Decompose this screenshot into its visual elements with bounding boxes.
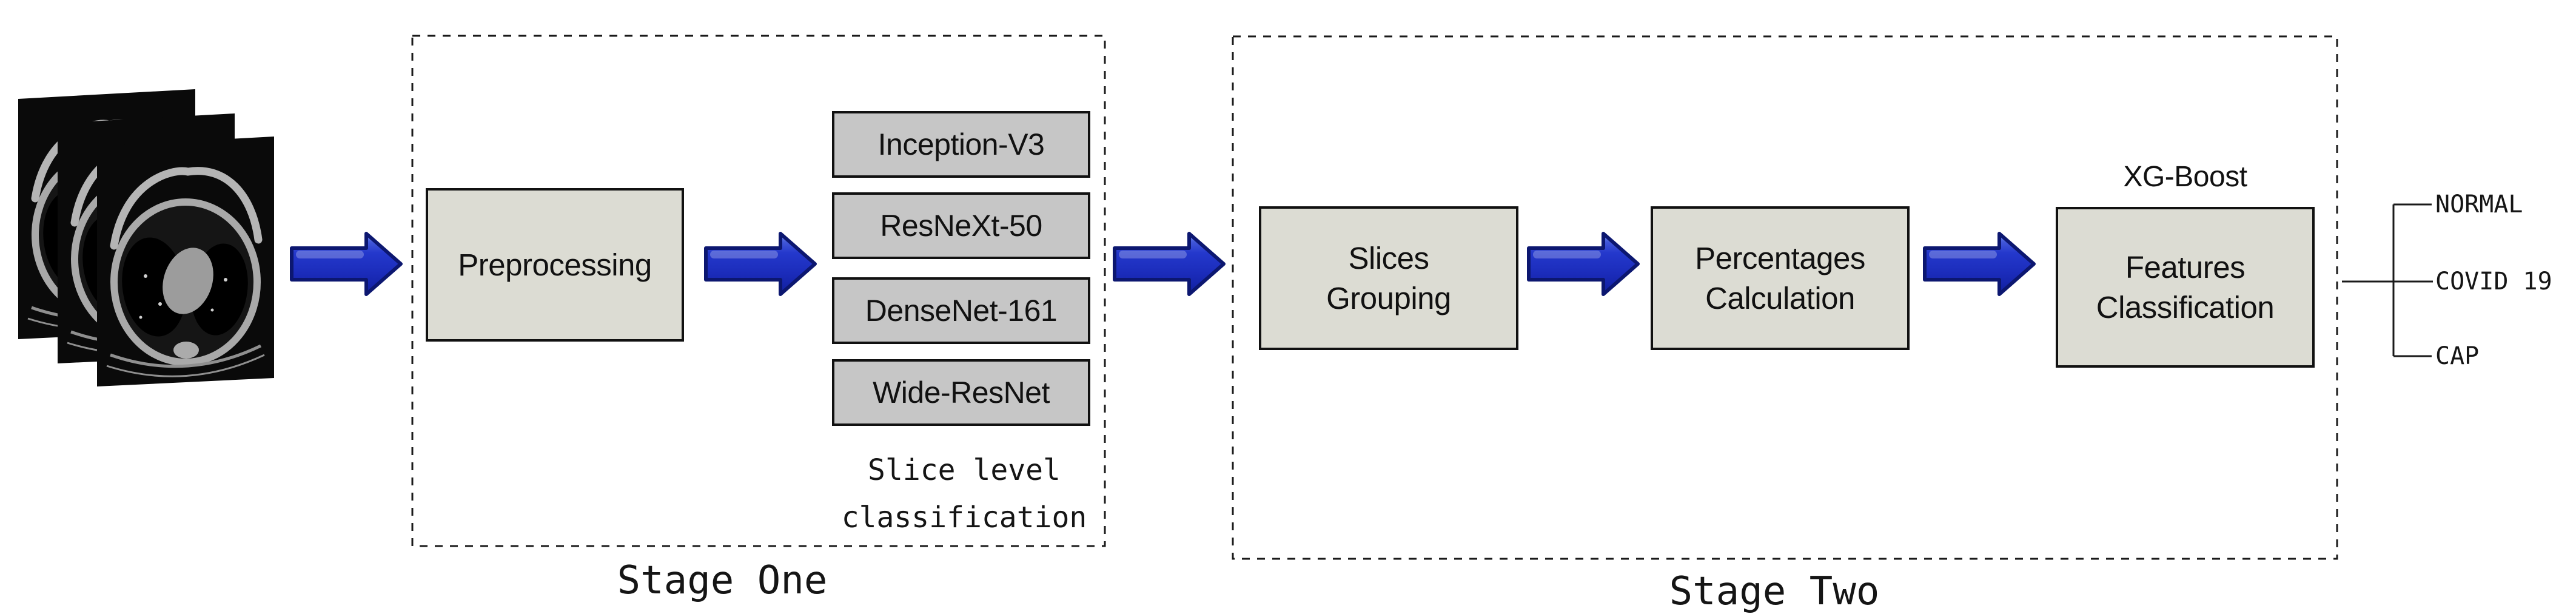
- output-bracket: [2342, 203, 2433, 357]
- preprocessing-label: Preprocessing: [458, 247, 652, 282]
- model-label: Wide-ResNet: [873, 376, 1050, 410]
- flow-arrow-icon-2: [704, 232, 817, 296]
- features-classification-box: Features Classification: [2056, 207, 2315, 368]
- stage-one-panel: [411, 35, 1106, 547]
- model-label: ResNeXt-50: [880, 209, 1042, 243]
- flow-arrow-icon-4: [1527, 232, 1640, 296]
- percentages-calculation-box: Percentages Calculation: [1651, 206, 1910, 350]
- step-line-2: Classification: [2096, 289, 2275, 325]
- slices-grouping-box: Slices Grouping: [1259, 206, 1518, 350]
- stage-one-label: Stage One: [617, 558, 828, 603]
- step-line-1: Features: [2125, 249, 2246, 285]
- slice-level-caption: Slice level classification: [813, 447, 1116, 541]
- preprocessing-box: Preprocessing: [426, 188, 684, 342]
- output-label-cap: CAP: [2435, 342, 2480, 370]
- stage-two-label: Stage Two: [1669, 569, 1880, 614]
- model-box-inception-v3: Inception-V3: [832, 111, 1090, 178]
- step-line-2: Calculation: [1705, 280, 1855, 315]
- step-line-2: Grouping: [1326, 280, 1451, 315]
- ct-scan-stack-icon: [7, 58, 280, 397]
- flow-arrow-icon-3: [1113, 232, 1226, 296]
- model-label: DenseNet-161: [865, 294, 1058, 328]
- model-box-wide-resnet: Wide-ResNet: [832, 359, 1090, 426]
- xgboost-label: XG-Boost: [2123, 161, 2247, 193]
- step-line-1: Slices: [1348, 240, 1429, 275]
- flow-arrow-icon-5: [1923, 232, 2036, 296]
- output-label-normal: NORMAL: [2435, 191, 2523, 218]
- flow-arrow-icon-1: [290, 232, 403, 296]
- stage-two-panel: [1232, 35, 2338, 560]
- caption-line-1: Slice level: [868, 453, 1061, 487]
- model-box-densenet-161: DenseNet-161: [832, 277, 1090, 344]
- caption-line-2: classification: [841, 501, 1087, 535]
- output-label-covid19: COVID 19: [2435, 268, 2552, 295]
- step-line-1: Percentages: [1695, 240, 1865, 275]
- model-box-resnext-50: ResNeXt-50: [832, 192, 1090, 259]
- model-label: Inception-V3: [877, 127, 1045, 161]
